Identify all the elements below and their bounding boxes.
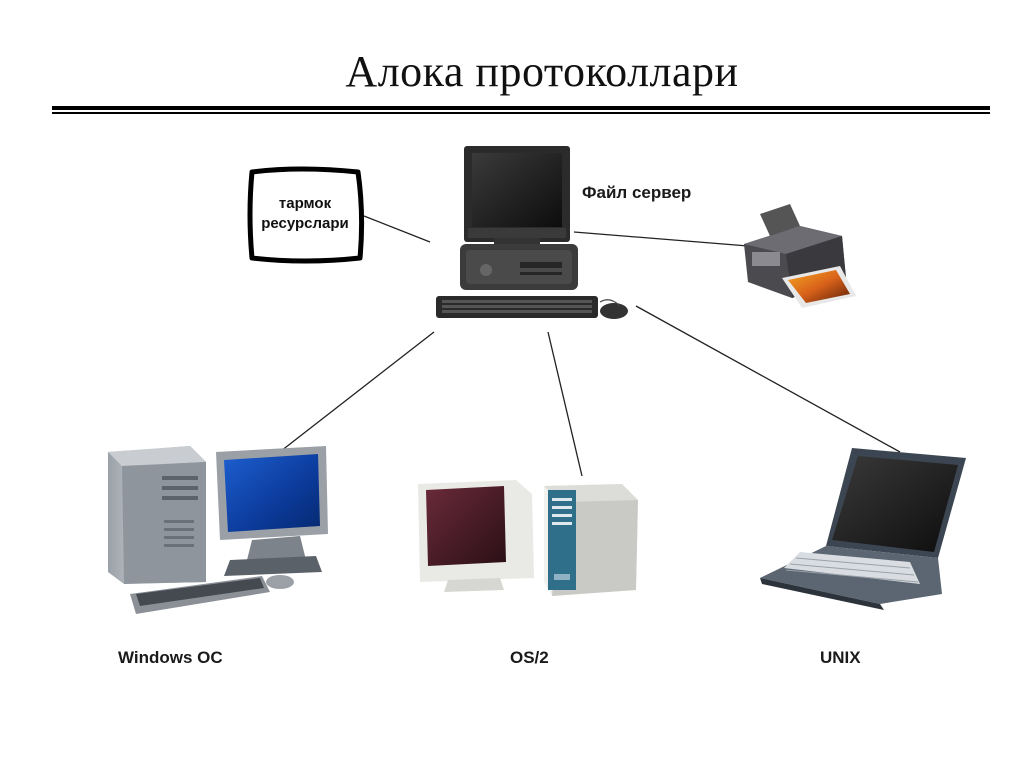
slide-title: Алока протоколлари — [345, 47, 739, 96]
file-server-computer-icon — [436, 146, 628, 319]
file-server-label: Файл сервер — [582, 183, 692, 202]
unix-client-label: UNIX — [820, 648, 861, 667]
link-server-unix — [635, 305, 901, 453]
unix-laptop-icon — [760, 448, 966, 610]
network-resources-line1: тармок — [278, 195, 332, 212]
windows-client-label: Windows OC — [118, 648, 223, 667]
network-resources-frame — [247, 166, 365, 264]
title-divider-thick — [52, 106, 990, 110]
printer-icon — [744, 204, 856, 308]
link-server-windows — [271, 331, 435, 459]
connection-lines — [271, 215, 901, 477]
link-resources-server — [363, 215, 431, 243]
os2-workstation-icon — [418, 480, 638, 596]
network-resources-line2: ресурслари — [261, 215, 349, 232]
windows-workstation-icon — [108, 446, 328, 614]
title-divider-thin — [52, 112, 990, 114]
os2-client-label: OS/2 — [510, 648, 549, 667]
network-resources-box: тармок ресурслари — [248, 168, 362, 260]
link-server-printer — [573, 231, 749, 247]
link-server-os2 — [547, 331, 583, 477]
